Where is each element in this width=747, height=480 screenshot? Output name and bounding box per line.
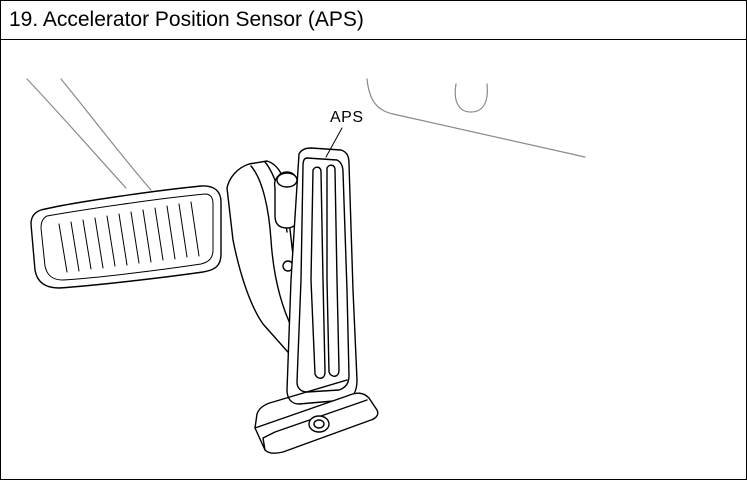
accelerator-pedal-arm — [286, 127, 358, 405]
brake-pedal-arm — [26, 78, 152, 191]
title-bar: 19. Accelerator Position Sensor (APS) — [1, 1, 746, 40]
accelerator-pedal-illustration: APS — [1, 40, 746, 479]
brake-pedal-pad — [30, 185, 222, 289]
firewall-outline — [366, 78, 586, 158]
page-title: 19. Accelerator Position Sensor (APS) — [9, 8, 364, 31]
accelerator-pedal-base — [254, 379, 379, 455]
pedal-drawing — [26, 78, 586, 455]
aps-housing — [226, 160, 302, 361]
aps-callout-label: APS — [330, 109, 364, 126]
